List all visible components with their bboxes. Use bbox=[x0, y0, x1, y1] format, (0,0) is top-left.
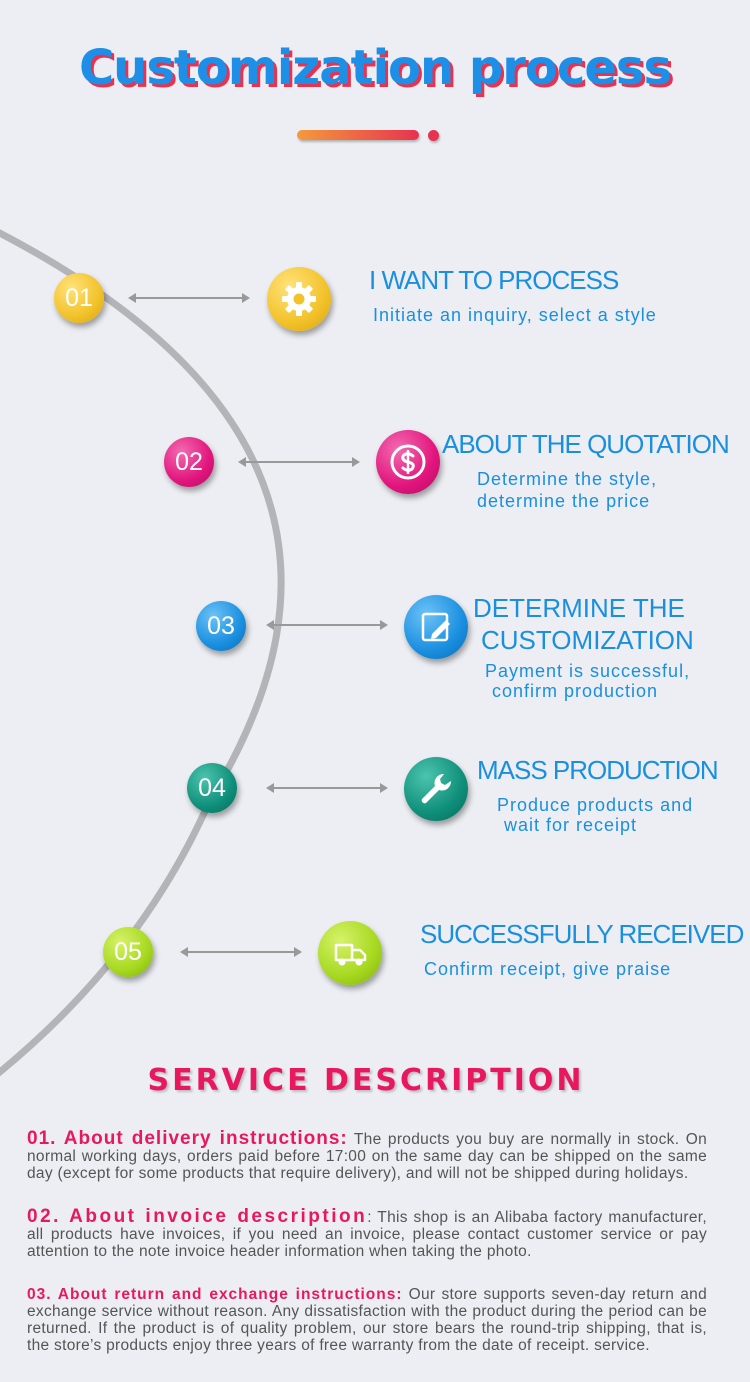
step-icon-circle-05 bbox=[318, 921, 382, 985]
step-title-03-line1: DETERMINE THE bbox=[473, 593, 685, 623]
service-item-text: : This shop is an Alibaba factory manufa… bbox=[27, 1209, 707, 1260]
step-title-02: ABOUT THE QUOTATION bbox=[442, 429, 730, 459]
service-item-label: 03. About return and exchange instructio… bbox=[27, 1286, 403, 1303]
dollar-icon bbox=[390, 444, 426, 480]
step-title-04: MASS PRODUCTION bbox=[477, 755, 719, 785]
service-item-invoice: 02. About invoice description: This shop… bbox=[27, 1206, 707, 1260]
page-title: Customization process bbox=[78, 40, 672, 96]
step-icon-circle-02 bbox=[376, 430, 440, 494]
service-item-delivery: 01. About delivery instructions: The pro… bbox=[27, 1128, 708, 1182]
step-description-01: Initiate an inquiry, select a style bbox=[373, 305, 657, 325]
service-heading: SERVICE DESCRIPTION bbox=[147, 1063, 585, 1098]
step-number-01: 01 bbox=[54, 273, 104, 323]
truck-icon bbox=[334, 943, 367, 966]
title-underline-dot bbox=[428, 130, 439, 141]
step-number-04: 04 bbox=[187, 763, 237, 813]
step-arrow-05 bbox=[180, 947, 302, 957]
gear-icon bbox=[282, 282, 316, 316]
step-description-05: Confirm receipt, give praise bbox=[424, 959, 672, 979]
edit-icon bbox=[421, 612, 450, 642]
step-arrow-02 bbox=[238, 457, 360, 467]
step-description-02-line1: Determine the style, bbox=[477, 469, 658, 489]
step-description-04-line1: Produce products and bbox=[497, 795, 694, 815]
step-title-01: I WANT TO PROCESS bbox=[369, 265, 619, 295]
step-description-03-line1: Payment is successful, bbox=[485, 661, 691, 681]
service-item-text: The products you buy are normally in sto… bbox=[27, 1131, 708, 1182]
step-number-05: 05 bbox=[103, 927, 153, 977]
step-description-02-line2: determine the price bbox=[477, 491, 651, 511]
step-icon-circle-01 bbox=[267, 267, 331, 331]
title-underline-bar bbox=[297, 130, 419, 140]
step-icon-circle-03 bbox=[404, 595, 468, 659]
service-item-return: 03. About return and exchange instructio… bbox=[27, 1286, 707, 1354]
step-icon-circle-04 bbox=[404, 757, 468, 821]
step-arrow-01 bbox=[128, 293, 250, 303]
wrench-icon bbox=[421, 773, 452, 804]
service-item-text: Our store supports seven-day return and … bbox=[27, 1286, 707, 1354]
step-description-03-line2: confirm production bbox=[492, 681, 659, 701]
step-arrow-03 bbox=[266, 620, 388, 630]
step-number-03: 03 bbox=[196, 601, 246, 651]
service-item-label: 02. About invoice description bbox=[27, 1206, 368, 1227]
service-item-label: 01. About delivery instructions: bbox=[27, 1128, 348, 1149]
step-description-04-line2: wait for receipt bbox=[504, 815, 638, 835]
step-arrow-04 bbox=[266, 783, 388, 793]
step-title-05: SUCCESSFULLY RECEIVED bbox=[420, 919, 744, 949]
step-title-03-line2: CUSTOMIZATION bbox=[481, 625, 694, 655]
step-number-02: 02 bbox=[164, 437, 214, 487]
